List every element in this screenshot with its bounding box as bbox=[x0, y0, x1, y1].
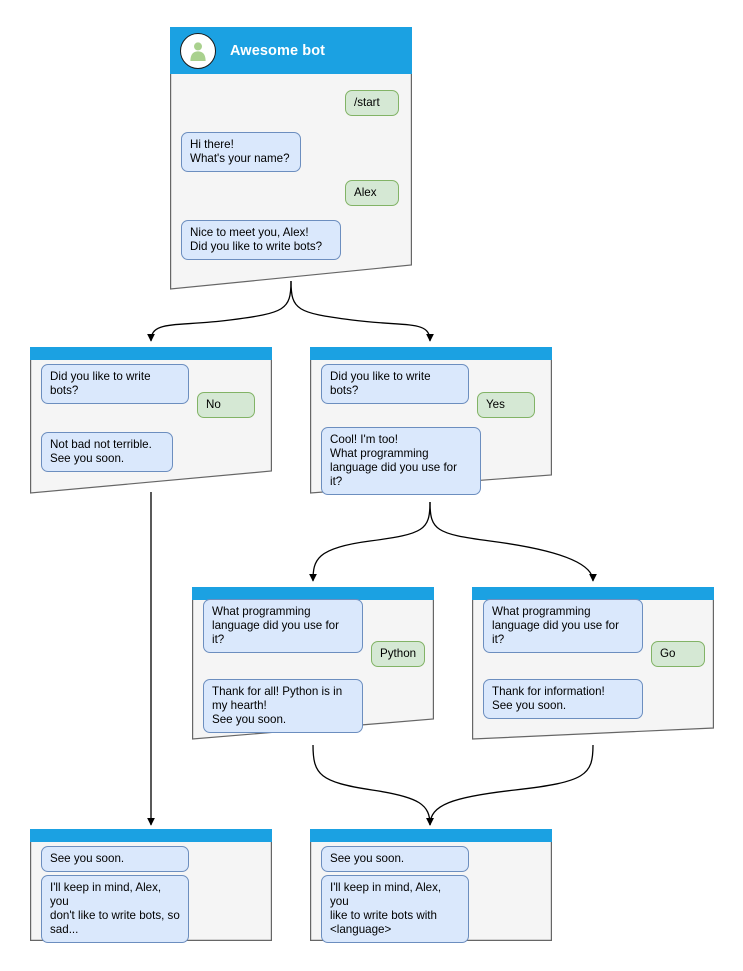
end-happy-window-header bbox=[310, 829, 552, 842]
message-bot: What programming language did you use fo… bbox=[483, 599, 643, 653]
edge-answer-yes-to-lang-go bbox=[429, 501, 597, 582]
end-happy-window[interactable]: See you soon. I'll keep in mind, Alex, y… bbox=[310, 829, 552, 943]
message-bot: Did you like to write bots? bbox=[41, 364, 189, 404]
message-bot: See you soon. bbox=[41, 846, 189, 872]
message-user: Go bbox=[651, 641, 705, 667]
start-window-header: Awesome bot bbox=[170, 27, 412, 74]
language-python-window[interactable]: What programming language did you use fo… bbox=[192, 587, 434, 741]
edge-lang-go-to-end-happy bbox=[426, 744, 594, 826]
start-window[interactable]: Awesome bot /start Hi there! What's your… bbox=[170, 27, 412, 291]
message-bot: See you soon. bbox=[321, 846, 469, 872]
language-go-window[interactable]: What programming language did you use fo… bbox=[472, 587, 714, 741]
end-sad-window-header bbox=[30, 829, 272, 842]
message-user: Alex bbox=[345, 180, 399, 206]
message-user: Python bbox=[371, 641, 425, 667]
language-python-window-header bbox=[192, 587, 434, 600]
message-bot: Not bad not terrible. See you soon. bbox=[41, 432, 173, 472]
answer-yes-window[interactable]: Did you like to write bots? Yes Cool! I'… bbox=[310, 347, 552, 495]
message-bot: Thank for information! See you soon. bbox=[483, 679, 643, 719]
message-user: Yes bbox=[477, 392, 535, 418]
message-bot: I'll keep in mind, Alex, you don't like … bbox=[41, 875, 189, 943]
answer-no-window[interactable]: Did you like to write bots? No Not bad n… bbox=[30, 347, 272, 495]
message-user: No bbox=[197, 392, 255, 418]
end-sad-window[interactable]: See you soon. I'll keep in mind, Alex, y… bbox=[30, 829, 272, 943]
bot-title: Awesome bot bbox=[230, 42, 326, 59]
answer-yes-window-header bbox=[310, 347, 552, 360]
message-bot: What programming language did you use fo… bbox=[203, 599, 363, 653]
edge-lang-python-to-end-happy bbox=[312, 744, 434, 826]
message-bot: I'll keep in mind, Alex, you like to wri… bbox=[321, 875, 469, 943]
message-user: /start bbox=[345, 90, 399, 116]
person-avatar-icon bbox=[180, 32, 216, 69]
answer-no-window-header bbox=[30, 347, 272, 360]
message-bot: Cool! I'm too! What programming language… bbox=[321, 427, 481, 495]
message-bot: Thank for all! Python is in my hearth! S… bbox=[203, 679, 363, 733]
edge-answer-yes-to-lang-python bbox=[309, 501, 431, 582]
message-bot: Nice to meet you, Alex! Did you like to … bbox=[181, 220, 341, 260]
message-bot: Hi there! What's your name? bbox=[181, 132, 301, 172]
message-bot: Did you like to write bots? bbox=[321, 364, 469, 404]
language-go-window-header bbox=[472, 587, 714, 600]
